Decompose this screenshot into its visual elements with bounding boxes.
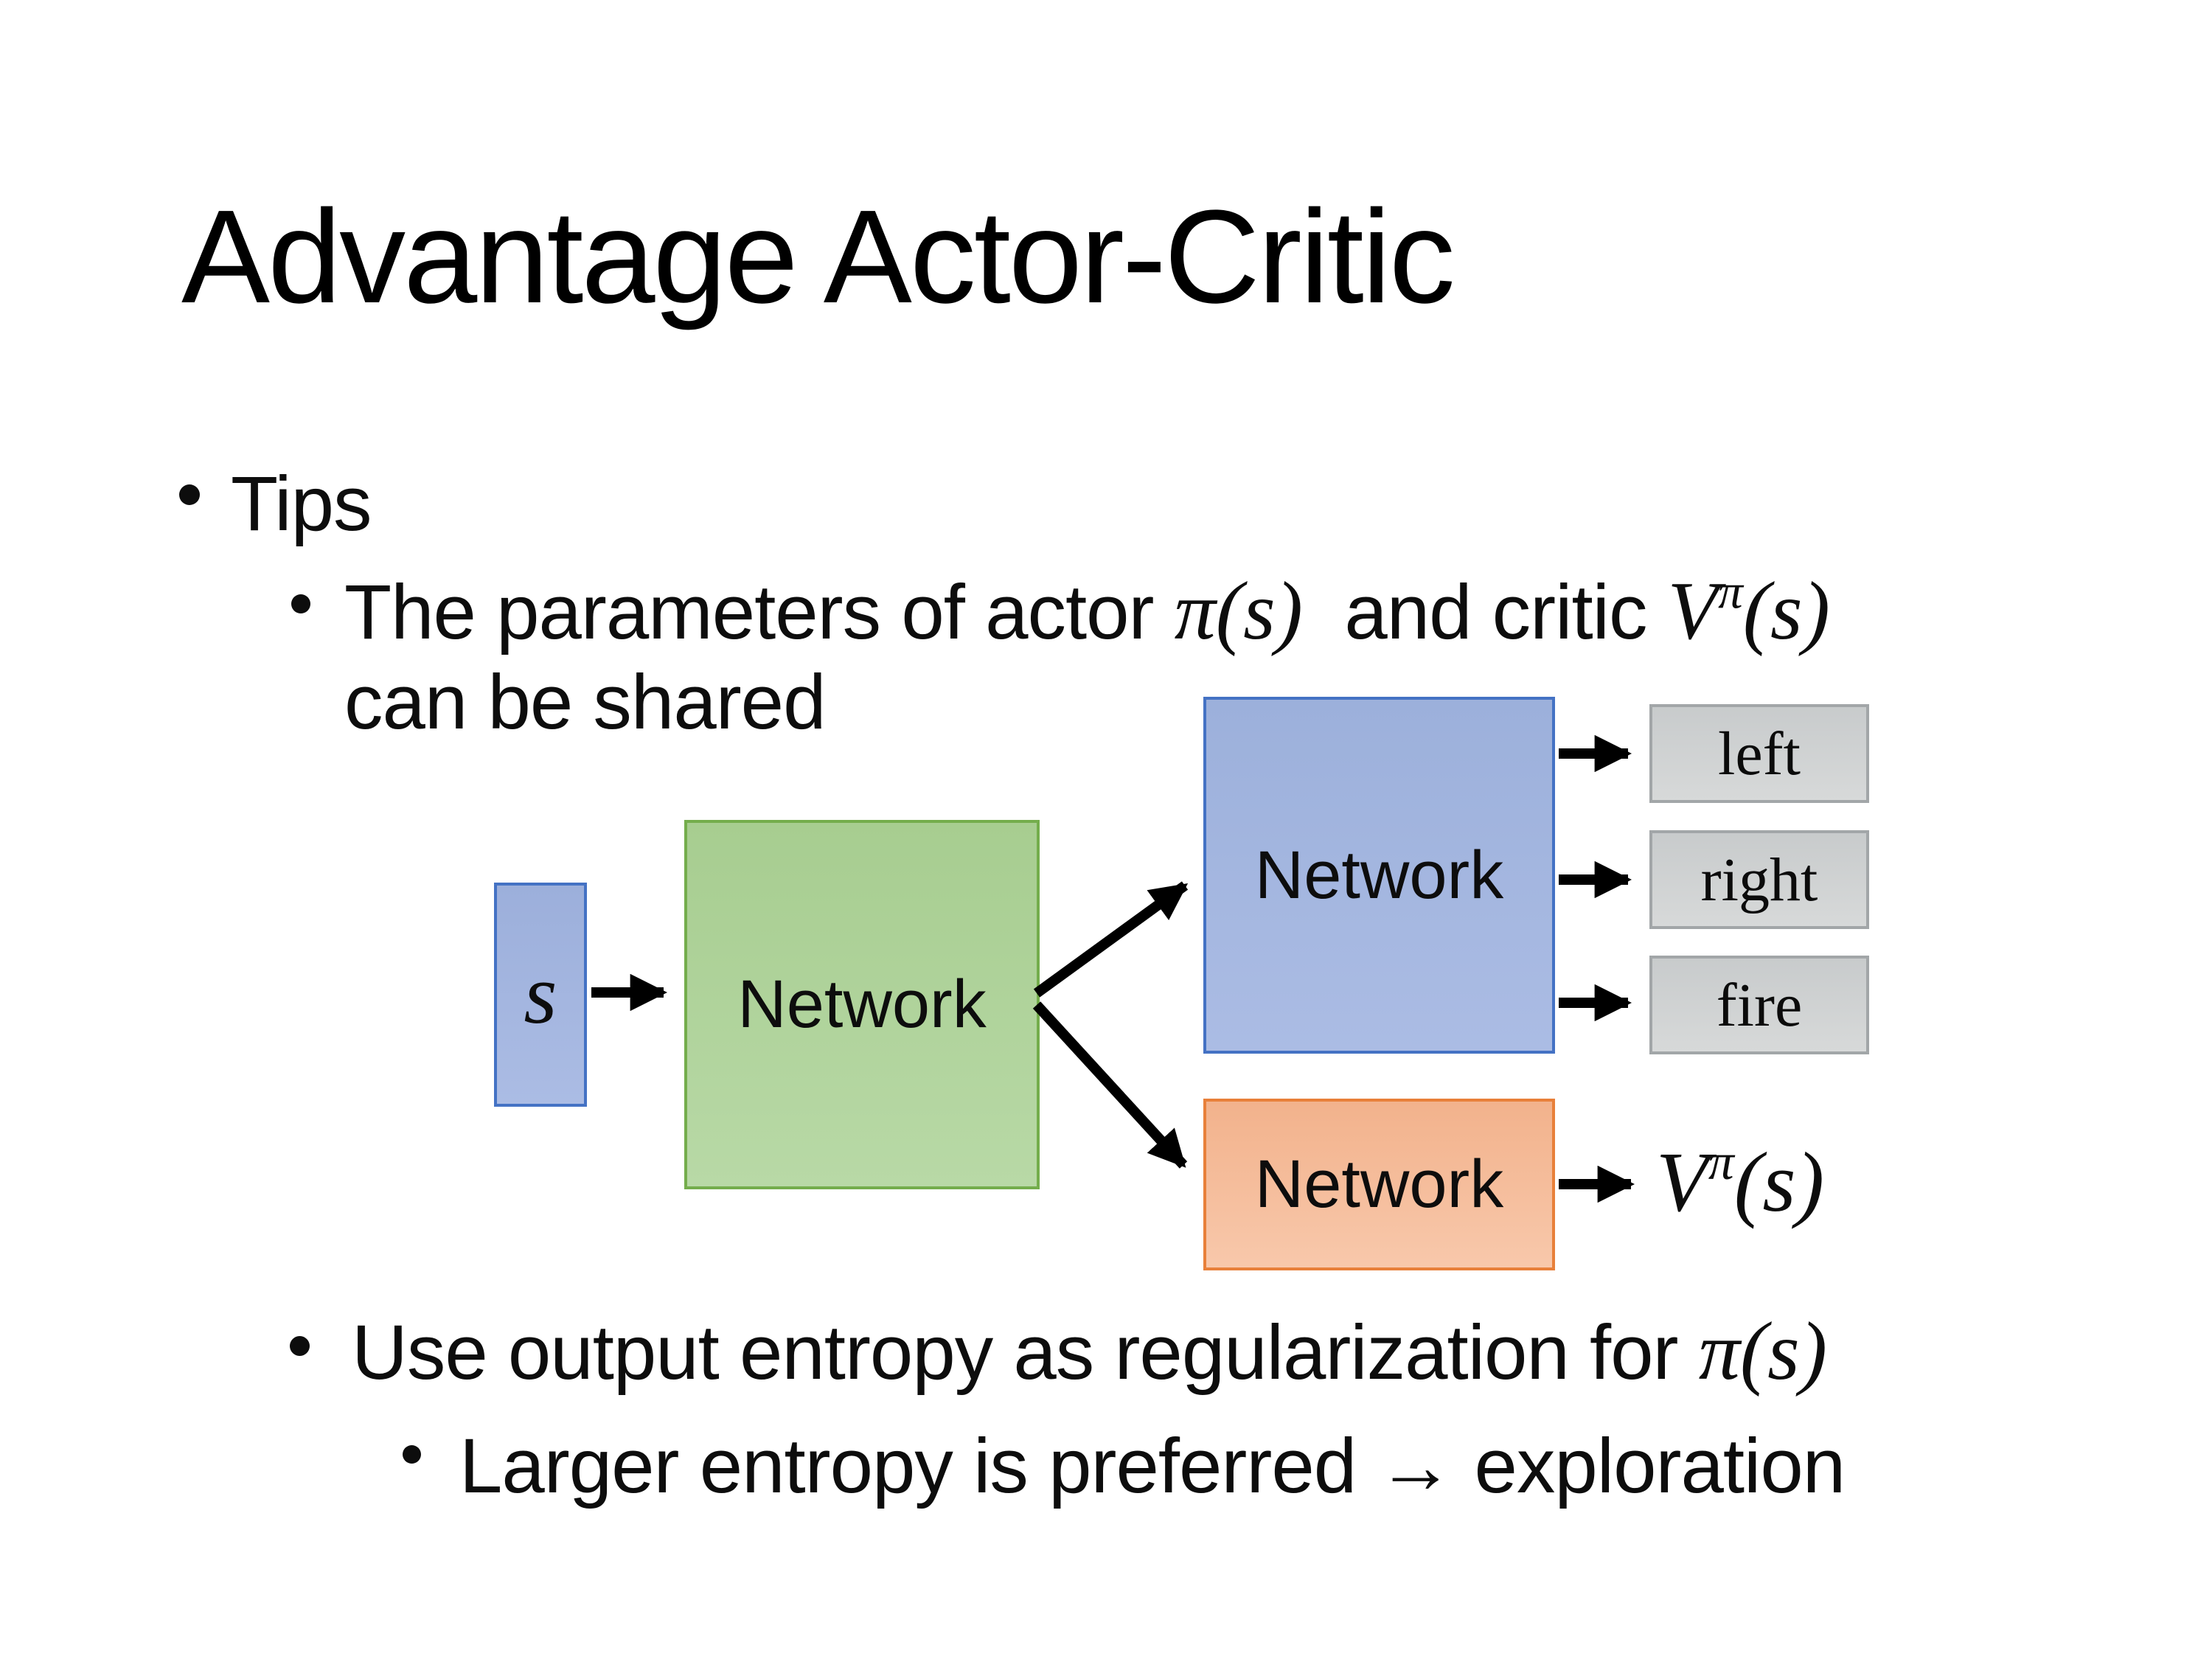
arrow-shared-to-actor: [1033, 881, 1189, 998]
critic-v-math: Vπ(s): [1668, 566, 1830, 657]
actor-pi-math: π(s): [1174, 566, 1303, 657]
shared-params-text: The parameters of actor π(s) and critic …: [344, 566, 1830, 748]
bullet-icon: [291, 594, 310, 613]
shared-network-box: Network: [684, 820, 1040, 1189]
action-box-fire: fire: [1649, 956, 1869, 1054]
action-box-right: right: [1649, 830, 1869, 929]
critic-network-label: Network: [1254, 1147, 1504, 1222]
actor-network-box: Network: [1203, 697, 1555, 1054]
page-title: Advantage Actor-Critic: [181, 183, 1455, 331]
bullet-icon: [290, 1336, 310, 1356]
value-base: V: [1656, 1135, 1708, 1230]
entropy-text: Use output entropy as regularization for…: [352, 1307, 1827, 1398]
bullet-icon: [403, 1445, 421, 1464]
value-output-math: Vπ(s): [1656, 1124, 1824, 1242]
action-box-left: left: [1649, 704, 1869, 803]
entropy-prefix: Use output entropy as regularization for: [352, 1310, 1699, 1396]
value-superscript: π: [1708, 1133, 1734, 1191]
entropy-pi-math: π(s): [1698, 1306, 1827, 1397]
critic-network-box: Network: [1203, 1099, 1555, 1270]
state-label: s: [524, 947, 557, 1042]
action-label-fire: fire: [1716, 970, 1803, 1040]
shared-params-prefix: The parameters of actor: [344, 569, 1175, 655]
critic-v-superscript: π: [1718, 563, 1743, 619]
state-input-box: s: [494, 883, 587, 1107]
critic-v-base: V: [1667, 566, 1719, 657]
bullet-icon: [179, 484, 200, 505]
shared-network-label: Network: [737, 967, 987, 1042]
arrow-shared-to-critic: [1032, 1001, 1188, 1169]
action-label-left: left: [1718, 719, 1801, 788]
exploration-text: Larger entropy is preferred → exploratio…: [459, 1423, 1846, 1509]
shared-params-middle: and critic: [1302, 569, 1668, 655]
action-label-right: right: [1700, 845, 1818, 914]
shared-params-line2: can be shared: [344, 659, 826, 745]
tips-text: Tips: [231, 461, 372, 547]
value-args: (s): [1733, 1135, 1825, 1230]
actor-network-label: Network: [1254, 837, 1504, 913]
critic-v-args: (s): [1742, 566, 1830, 657]
